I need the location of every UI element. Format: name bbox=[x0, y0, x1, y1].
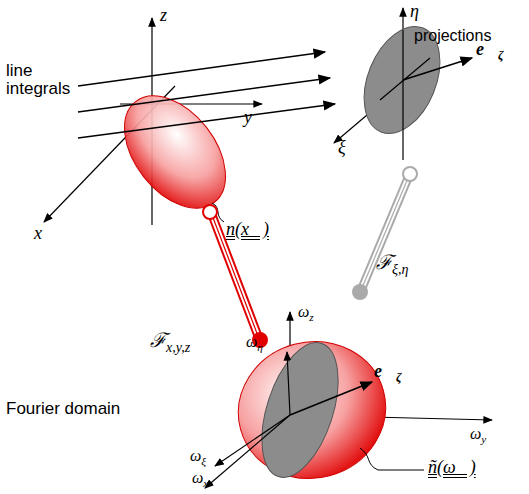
central-slice bbox=[247, 333, 353, 487]
function-label: ñ(ω⃗) bbox=[428, 458, 476, 477]
frequency-axes-front bbox=[205, 352, 372, 488]
projection-axes-front bbox=[380, 30, 472, 130]
axis-label: ωy bbox=[470, 426, 486, 446]
caption-text: line integrals bbox=[6, 62, 76, 98]
axis-label: ξ bbox=[338, 138, 346, 157]
transform-label: ℱξ,η bbox=[376, 252, 408, 278]
axis-label: x bbox=[34, 224, 42, 243]
vector-label: e⃗ζ bbox=[374, 362, 402, 385]
axis-label: z bbox=[160, 6, 167, 25]
axis-label: ωη bbox=[246, 334, 263, 354]
leader-line bbox=[360, 448, 424, 470]
axis-label: y bbox=[244, 108, 252, 127]
fourier-transform-link bbox=[352, 167, 417, 300]
function-label: n(x⃗) bbox=[226, 220, 269, 239]
fourier-transform-link bbox=[203, 205, 268, 348]
axis-label: ωz bbox=[298, 304, 314, 324]
vector-label: e⃗ζ bbox=[476, 40, 504, 63]
spectrum-ellipsoid bbox=[223, 325, 401, 494]
line-integral-rays bbox=[78, 52, 335, 138]
transform-label: ℱx,y,z bbox=[150, 330, 190, 356]
axis-label: η bbox=[410, 2, 419, 21]
axis-label: ωx bbox=[192, 470, 208, 490]
axis-label: ωξ bbox=[190, 448, 206, 468]
caption-text: Fourier domain bbox=[6, 400, 120, 418]
